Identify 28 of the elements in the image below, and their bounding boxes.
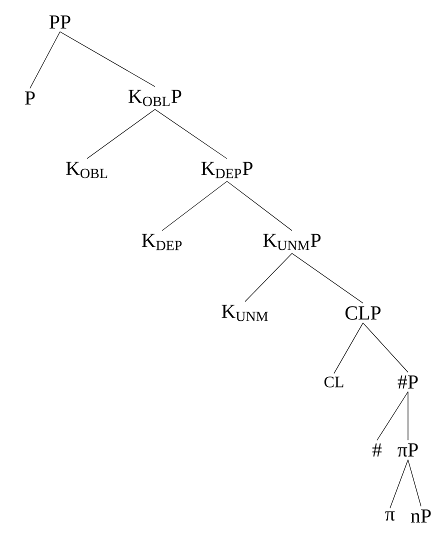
branch-line — [162, 181, 228, 231]
tree-label: K$_{DEP}$ — [142, 234, 182, 250]
tree-label: K$_{UNM}$ — [222, 304, 268, 322]
tree-label: nP — [410, 509, 431, 523]
tree-label: K$_{UNM}$P — [263, 234, 321, 250]
tree-label: #P — [398, 375, 418, 389]
branch-line — [86, 109, 156, 159]
branch-line — [30, 31, 60, 89]
tree-label: P — [25, 91, 35, 105]
branch-line — [362, 322, 408, 373]
branch-line — [292, 253, 364, 304]
tree-label: CL — [324, 376, 344, 388]
branch-line — [390, 460, 408, 508]
tree-label: πP — [398, 443, 418, 457]
branch-line — [154, 109, 228, 159]
tree-label: # — [372, 443, 382, 457]
tree-label: PP — [49, 15, 70, 29]
tree-label: CLP — [345, 306, 381, 320]
branch-line — [376, 391, 408, 441]
branch-line — [408, 460, 422, 507]
branch-line — [60, 31, 156, 87]
tree-label: K$_{OBL}$ — [66, 162, 108, 178]
tree-label: K$_{OBL}$P — [128, 90, 182, 106]
branch-line — [244, 253, 292, 302]
tree-label: K$_{DEP}$P — [201, 162, 252, 178]
tree-label: π — [385, 511, 395, 521]
branch-line — [334, 322, 364, 374]
branch-line — [226, 181, 292, 231]
